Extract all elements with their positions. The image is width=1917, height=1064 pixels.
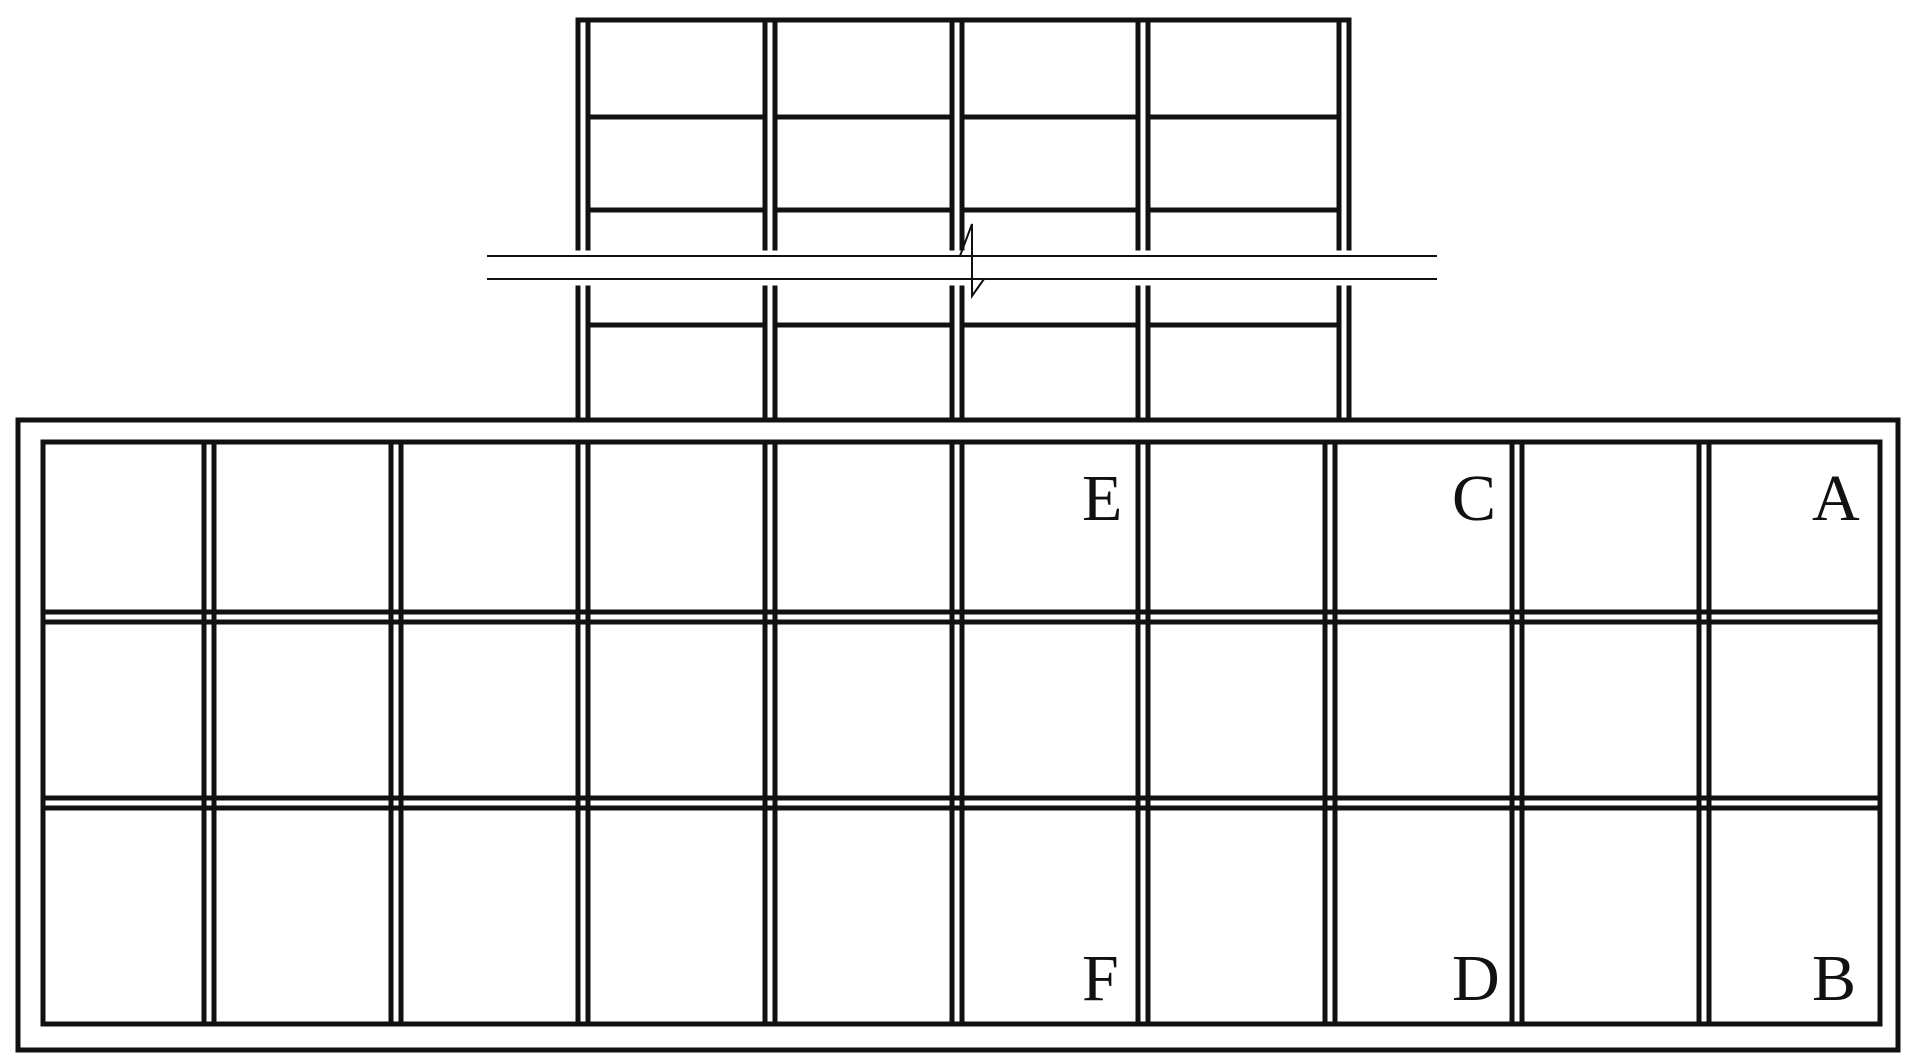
label-b: B	[1812, 942, 1856, 1015]
label-e: E	[1082, 462, 1122, 535]
break-symbol	[959, 223, 985, 300]
label-a: A	[1812, 462, 1860, 535]
label-c: C	[1452, 462, 1496, 535]
label-d: D	[1452, 942, 1500, 1015]
outer-boundary	[15, 417, 1901, 1053]
frame-lines	[15, 17, 1901, 1053]
label-f: F	[1082, 942, 1119, 1015]
